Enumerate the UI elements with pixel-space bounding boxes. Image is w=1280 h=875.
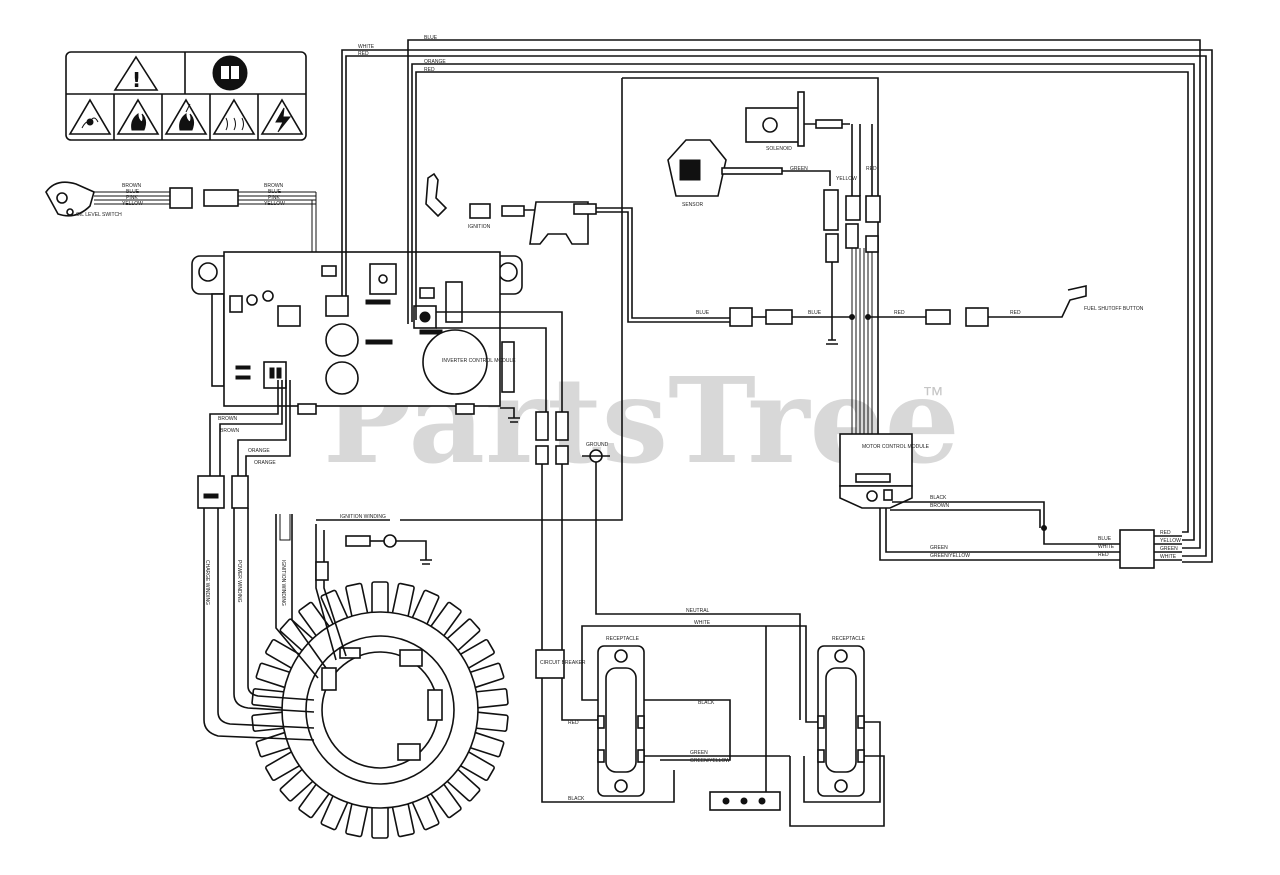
motor-wire-black: BLACK xyxy=(930,495,947,501)
stepper-wire-red: RED xyxy=(894,310,905,316)
fuel-shutoff-label: FUEL SHUTOFF BUTTON xyxy=(1084,306,1144,312)
receptacle-green-label: GREEN xyxy=(690,750,708,756)
solenoid-label: SOLENOID xyxy=(766,146,792,152)
ground-terminal-strip xyxy=(709,626,781,811)
connector-wire-red: RED xyxy=(1098,552,1109,558)
connector-wire-blue: BLUE xyxy=(1098,536,1112,542)
receptacle-black-label: BLACK xyxy=(698,700,715,706)
solenoid: SOLENOID xyxy=(745,91,850,152)
wire-label-red-top: RED xyxy=(358,51,369,57)
receptacle-white-label: WHITE xyxy=(694,620,711,626)
motor-wire-green-yellow: GREEN/YELLOW xyxy=(930,553,970,559)
ignition-label: IGNITION xyxy=(468,224,491,230)
sensor-wire-green: GREEN xyxy=(790,166,808,172)
ignition-winding-label: IGNITION WINDING xyxy=(280,560,286,606)
oil-level-switch: BROWN BLUE PINK YELLOW BROWN BLUE PINK Y… xyxy=(45,181,317,331)
sensor-label: SENSOR xyxy=(682,202,704,208)
receptacle-green-yellow-label: GREEN/YELLOW xyxy=(690,758,730,764)
ignition-coil: IGNITION xyxy=(425,172,730,323)
oil-switch-wire-brown: BROWN xyxy=(122,183,142,189)
sensor-wire-red: RED xyxy=(866,166,877,172)
black-bottom-label: BLACK xyxy=(568,796,585,802)
sensor-connectors: YELLOW RED GREEN xyxy=(790,124,881,434)
stator-wire-orange: ORANGE xyxy=(248,448,270,454)
neutral-wire-label: NEUTRAL xyxy=(686,608,710,614)
motor-wire-brown: BROWN xyxy=(930,503,950,509)
connector-wire-white-2: WHITE xyxy=(1160,554,1177,560)
oil-switch-wire-blue-2: BLUE xyxy=(268,189,282,195)
oil-switch-wire-yellow-2: YELLOW xyxy=(264,201,285,207)
ground-wire-label: GROUND xyxy=(586,442,609,448)
inverter-control-module: INVERTER CONTROL MODULE xyxy=(191,251,523,415)
wire-label-red-top-2: RED xyxy=(424,67,435,73)
fumes-hazard-icon xyxy=(68,98,112,135)
stepper-wire-red-2: RED xyxy=(1010,310,1021,316)
right-connector: BLUE WHITE RED RED YELLOW GREEN WHITE xyxy=(1098,529,1182,569)
oil-switch-wire-brown-2: BROWN xyxy=(264,183,284,189)
motor-control-module: MOTOR CONTROL MODULE BLACK BROWN GREEN G… xyxy=(839,433,1120,561)
oil-switch-wire-blue: BLUE xyxy=(126,189,140,195)
charge-winding-label: CHARGE WINDING xyxy=(204,560,210,605)
watermark-trademark: ™ xyxy=(922,382,944,407)
receptacle-left-label: RECEPTACLE xyxy=(606,636,640,642)
stator xyxy=(251,581,509,839)
receptacle-left: RECEPTACLE BLACK GREEN GREEN/YELLOW xyxy=(597,636,790,797)
stator-tooth xyxy=(371,803,389,839)
hot-surface-hazard-icon xyxy=(212,98,256,135)
stator-wire-orange-2: ORANGE xyxy=(254,460,276,466)
stator-wire-brown-2: BROWN xyxy=(220,428,240,434)
red-rec-label: RED xyxy=(568,720,579,726)
stepper-motor-line: BLUE BLUE RED RED FUEL SHUTOFF BUTTON xyxy=(696,285,1144,327)
top-harness: WHITE RED BLUE ORANGE RED xyxy=(341,35,1213,563)
sensor-wire-yellow: YELLOW xyxy=(836,176,857,182)
ignition-winding-top-label: IGNITION WINDING xyxy=(340,514,386,520)
motor-wire-green: GREEN xyxy=(930,545,948,551)
connector-wire-green: GREEN xyxy=(1160,546,1178,552)
safety-label-panel: ! xyxy=(65,51,307,141)
stator-harness: BROWN BROWN ORANGE ORANGE CHARGE WINDING… xyxy=(197,380,432,741)
wire-label-white-top: WHITE xyxy=(358,44,375,50)
stepper-wire-blue-1: BLUE xyxy=(696,310,710,316)
receptacle-right-label: RECEPTACLE xyxy=(832,636,866,642)
inverter-module-label: INVERTER CONTROL MODULE xyxy=(442,358,516,364)
receptacle-right: RECEPTACLE WHITE xyxy=(581,620,885,827)
electric-shock-hazard-icon xyxy=(260,98,304,135)
wire-label-orange-top: ORANGE xyxy=(424,59,446,65)
connector-wire-white: WHITE xyxy=(1098,544,1115,550)
read-manual-icon xyxy=(212,55,248,91)
connector-wire-yellow: YELLOW xyxy=(1160,538,1181,544)
motor-module-label: MOTOR CONTROL MODULE xyxy=(862,444,930,450)
breaker-label: CIRCUIT BREAKER xyxy=(540,660,586,666)
fire-hazard-icon xyxy=(116,98,160,135)
sensor: SENSOR xyxy=(667,139,831,208)
stepper-wire-blue-2: BLUE xyxy=(808,310,822,316)
oil-switch-wire-pink: PINK xyxy=(126,195,138,201)
svg-text:!: ! xyxy=(132,68,141,92)
oil-switch-label: OIL LEVEL SWITCH xyxy=(76,212,122,218)
power-winding-label: POWER WINDING xyxy=(236,560,242,603)
oil-switch-wire-yellow: YELLOW xyxy=(122,201,143,207)
explosion-hazard-icon xyxy=(164,98,208,135)
connector-wire-red-2: RED xyxy=(1160,530,1171,536)
circuit-breaker: CIRCUIT BREAKER xyxy=(535,649,586,679)
oil-switch-wire-pink-2: PINK xyxy=(268,195,280,201)
stator-wire-brown: BROWN xyxy=(218,416,238,422)
inverter-output-wires: GROUND NEUTRAL RED BLACK xyxy=(436,311,801,803)
stator-tooth xyxy=(371,581,389,617)
wire-label-blue-top: BLUE xyxy=(424,35,438,41)
warning-triangle-icon: ! xyxy=(113,55,159,92)
